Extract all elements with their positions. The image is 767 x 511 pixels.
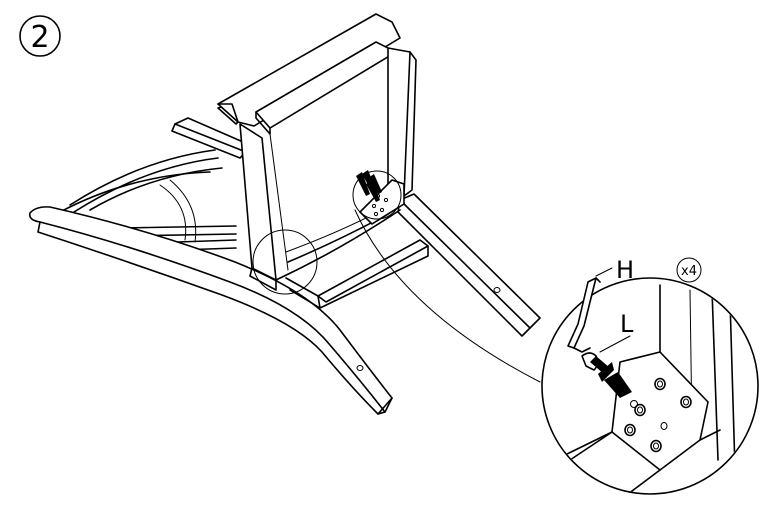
chair-front-leg bbox=[397, 193, 541, 337]
label-h: H bbox=[616, 256, 634, 284]
bolt-with-washer-icon bbox=[581, 352, 638, 408]
quantity-label: x4 bbox=[681, 264, 697, 279]
step-number: 2 bbox=[30, 20, 49, 55]
leader-line bbox=[354, 209, 541, 383]
chair-back-top-rail bbox=[171, 117, 251, 159]
detail-interior bbox=[554, 284, 736, 493]
corner-block bbox=[359, 179, 405, 225]
step-badge: 2 bbox=[19, 15, 61, 57]
detail-circle bbox=[541, 277, 759, 495]
bolt-hole bbox=[356, 365, 364, 371]
bolt-hole bbox=[493, 287, 501, 293]
detail-callout: H L x4 bbox=[541, 256, 759, 495]
chair-back-leg bbox=[28, 206, 393, 415]
chair-drawing bbox=[28, 13, 541, 415]
washer bbox=[630, 400, 638, 408]
bolt-set-small bbox=[356, 170, 382, 202]
quantity-badge: x4 bbox=[676, 257, 702, 283]
chair-stretcher bbox=[285, 239, 429, 309]
label-l: L bbox=[620, 310, 634, 338]
label-h-leader bbox=[595, 267, 613, 277]
zoom-circle-joint bbox=[252, 229, 318, 295]
step-badge-circle bbox=[19, 15, 61, 57]
hex-key-icon bbox=[567, 277, 601, 353]
label-l-leader bbox=[599, 335, 631, 353]
chair-seat-frame bbox=[217, 13, 417, 291]
zoom-circle-corner bbox=[352, 170, 402, 220]
